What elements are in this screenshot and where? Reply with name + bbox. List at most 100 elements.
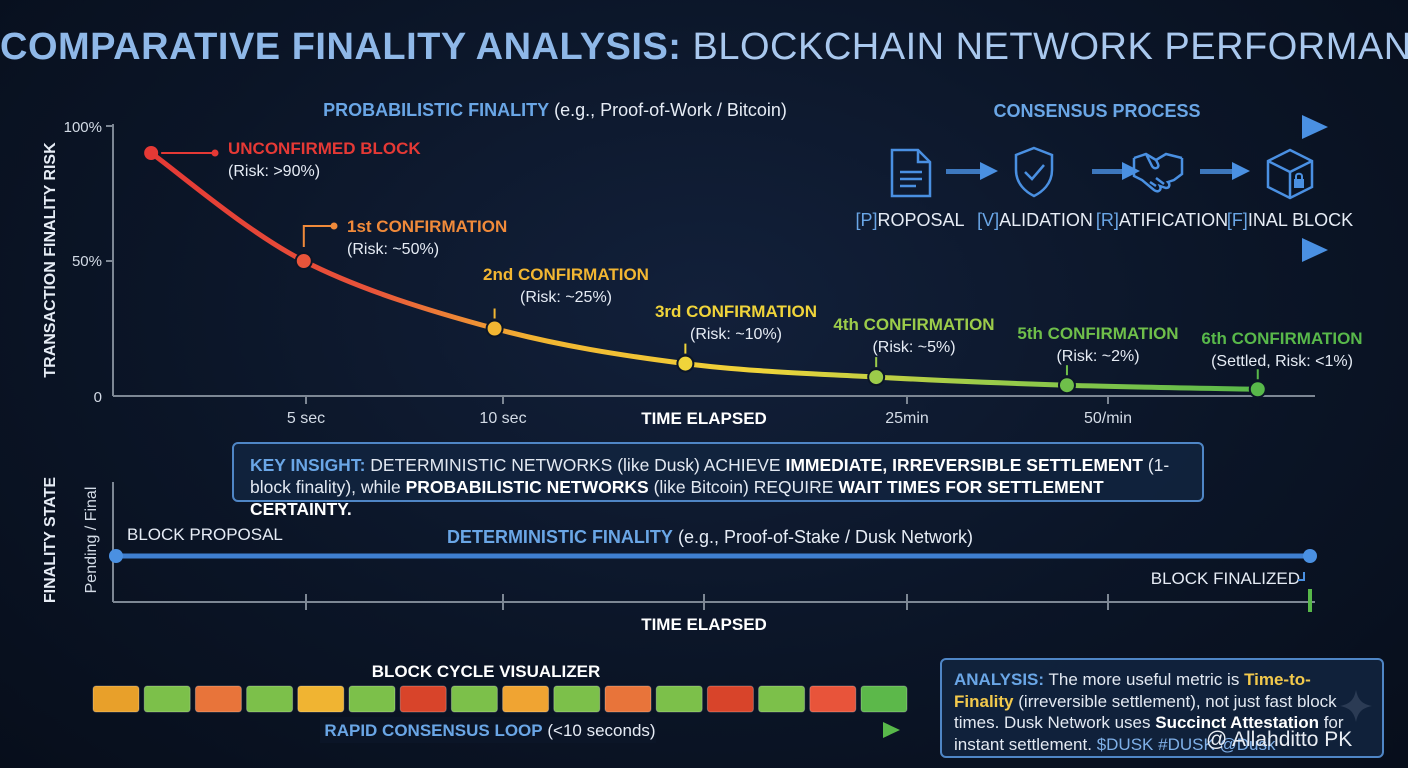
risk-point (676, 354, 695, 373)
cycle-block (758, 685, 806, 713)
annotation-sub: (Risk: ~5%) (872, 339, 955, 356)
block-proposal-label: BLOCK PROPOSAL (127, 525, 283, 544)
x-tick-label: 50/min (1084, 410, 1132, 427)
x-axis-label: TIME ELAPSED (641, 615, 767, 634)
loop-label: RAPID CONSENSUS LOOP (<10 seconds) (324, 721, 655, 740)
x-ticks (305, 594, 1109, 610)
annotation-dot (330, 222, 338, 230)
x-tick-label: 25min (885, 410, 929, 427)
analysis-label: ANALYSIS: (954, 670, 1045, 689)
cycle-block (655, 685, 703, 713)
arrow-right-icon (980, 162, 998, 180)
consensus-title: CONSENSUS PROCESS (993, 101, 1200, 121)
hashtags: $DUSK #DUSK @Dusk (1096, 734, 1276, 754)
key-insight-text: . (346, 499, 352, 519)
cycle-block (92, 685, 140, 713)
arrow-right-icon (1122, 162, 1140, 180)
cycle-block (297, 685, 345, 713)
arrow-right-icon (1232, 162, 1250, 180)
cycle-block (194, 685, 242, 713)
analysis-emphasis: Succinct Attestation (1155, 713, 1319, 732)
arrow-head-icon (883, 722, 900, 738)
block-cycle: BLOCK CYCLE VISUALIZER RAPID CONSENSUS L… (92, 662, 908, 743)
title-light: BLOCKCHAIN NETWORK PERFORMANCE (692, 26, 1408, 68)
step-final-block: [F]INAL BLOCK (1227, 210, 1353, 230)
title-bold: COMPARATIVE FINALITY ANALYSIS: (0, 26, 682, 68)
analysis-highlight: Time-to-Finality (954, 670, 1311, 711)
annotation-sub: (Risk: ~10%) (690, 326, 782, 343)
cycle-block (246, 685, 294, 713)
x-tick-label: 5 sec (287, 410, 325, 427)
annotation-title: 2nd CONFIRMATION (483, 265, 649, 284)
key-insight-emphasis: PROBABILISTIC NETWORKS (405, 477, 649, 497)
x-tick-label: 10 sec (479, 410, 526, 427)
cycle-block (450, 685, 498, 713)
block-cycle-title: BLOCK CYCLE VISUALIZER (372, 662, 601, 681)
probabilistic-label-rest: (e.g., Proof-of-Work / Bitcoin) (554, 100, 787, 120)
block-finalized-label: BLOCK FINALIZED (1151, 569, 1300, 588)
analysis-text: The more useful metric is (1048, 670, 1240, 689)
shield-check-icon (1014, 146, 1054, 198)
annotation-sub: (Risk: ~25%) (520, 289, 612, 306)
watermark: @ Allahditto PK (1206, 728, 1353, 751)
risk-annotations: UNCONFIRMED BLOCK (Risk: >90%) 1st CONFIRM… (161, 139, 1363, 380)
y-tick-label: 50% (72, 253, 102, 270)
risk-point (144, 146, 159, 160)
finality-state-label: FINALITY STATE (42, 477, 59, 604)
document-icon (890, 148, 932, 198)
annotation-sub: (Risk: ~50%) (347, 241, 439, 258)
step-validation: [V]ALIDATION (977, 210, 1093, 230)
y-tick-label: 0 (94, 389, 102, 406)
key-insight-emphasis: WAIT TIMES FOR SETTLEMENT CERTAINTY (250, 477, 1104, 519)
y-axis-label: TRANSACTION FINALITY RISK (42, 142, 59, 378)
risk-point (1248, 380, 1267, 399)
annotation-sub: (Risk: ~2%) (1056, 348, 1139, 365)
annotation-title: 3rd CONFIRMATION (655, 302, 817, 321)
cycle-block (502, 685, 550, 713)
annotation-sub: (Settled, Risk: <1%) (1211, 353, 1353, 370)
key-insight-text: DETERMINISTIC NETWORKS (like Dusk) ACHIE… (370, 455, 781, 475)
step-proposal: [P]ROPOSAL (855, 210, 964, 230)
key-insight-text: (like Bitcoin) REQUIRE (653, 477, 834, 497)
annotation-sub: (Risk: >90%) (228, 163, 320, 180)
handshake-icon (1132, 152, 1184, 193)
finalized-point (1303, 549, 1317, 563)
analysis-box: ANALYSIS: The more useful metric is Time… (940, 658, 1384, 758)
probabilistic-chart: PROBABILISTIC FINALITY (e.g., Proof-of-W… (42, 100, 1363, 428)
risk-points (144, 146, 1267, 399)
deterministic-label: DETERMINISTIC FINALITY (e.g., Proof-of-S… (447, 527, 973, 547)
cycle-block (348, 685, 396, 713)
cycle-block (706, 685, 754, 713)
cycle-block (860, 685, 908, 713)
analysis-text: (irreversible settlement), not just fast… (954, 691, 1337, 733)
loop-label-bg (320, 717, 656, 743)
deterministic-chart: FINALITY STATE Pending / Final BLOCK PRO… (42, 477, 1317, 634)
risk-point (867, 368, 886, 387)
key-insight-box: KEY INSIGHT: DETERMINISTIC NETWORKS (lik… (232, 442, 1204, 519)
block-row (92, 685, 908, 713)
annotation-title: 4th CONFIRMATION (833, 315, 994, 334)
annotation-title: 5th CONFIRMATION (1017, 324, 1178, 343)
analysis-text: for instant settlement. (954, 713, 1344, 754)
probabilistic-label: PROBABILISTIC FINALITY (e.g., Proof-of-W… (323, 100, 787, 120)
cube-lock-icon (1266, 148, 1314, 200)
consensus-process: CONSENSUS PROCESS (855, 101, 1353, 262)
annotation-dot (211, 149, 219, 157)
key-insight-text: (1-block finality), while (250, 455, 1170, 497)
probabilistic-label-bold: PROBABILISTIC FINALITY (323, 100, 549, 120)
step-arrows (946, 162, 1250, 180)
x-ticks: 5 sec 10 sec 25min 50/min TIME ELAPSED (287, 396, 1132, 428)
arrow-head-icon (1302, 238, 1328, 262)
cycle-block (604, 685, 652, 713)
cycle-block (553, 685, 601, 713)
cycle-block (399, 685, 447, 713)
annotation-title: 1st CONFIRMATION (347, 217, 507, 236)
key-insight-label: KEY INSIGHT: (250, 455, 366, 475)
pending-final-label: Pending / Final (83, 487, 100, 594)
key-insight-emphasis: IMMEDIATE, IRREVERSIBLE SETTLEMENT (785, 455, 1143, 475)
arrow-head-icon (1302, 115, 1328, 139)
risk-point (294, 252, 313, 270)
annotation-title: UNCONFIRMED BLOCK (228, 139, 421, 158)
step-ratification: [R]ATIFICATION (1096, 210, 1228, 230)
